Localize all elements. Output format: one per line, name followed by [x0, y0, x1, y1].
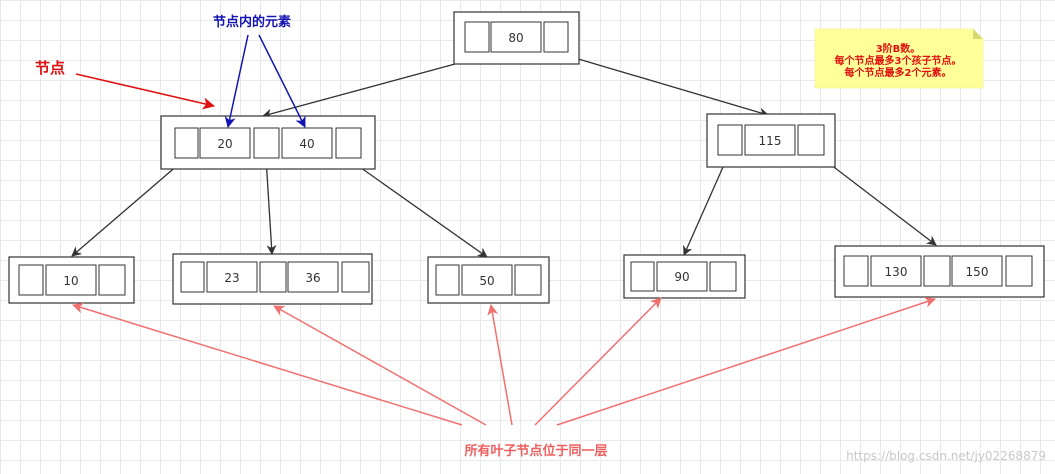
node-value-40: 40 — [299, 137, 314, 151]
leaf-node-90: 90 — [623, 254, 746, 299]
note-line-1: 3阶B数。 — [876, 42, 921, 55]
node-value-20: 20 — [217, 137, 232, 151]
leaf-value-130: 130 — [885, 265, 908, 279]
watermark: https://blog.csdn.net/jy02268879 — [846, 449, 1046, 463]
leaf-level-label: 所有叶子节点位于同一层 — [464, 443, 607, 459]
node-115: 115 — [706, 113, 836, 168]
element-annotation-arrow-20 — [224, 34, 249, 128]
note-line-2: 每个节点最多3个孩子节点。 — [835, 54, 962, 67]
leaf-node-23-36: 23 36 — [172, 253, 373, 305]
leaf-arrow-3 — [487, 304, 513, 426]
leaf-value-36: 36 — [305, 271, 320, 285]
note-line-3: 每个节点最多2个元素。 — [845, 66, 952, 79]
leaf-level-arrows — [72, 296, 936, 426]
leaf-node-130-150: 130 150 — [834, 245, 1045, 298]
node-annotation-arrow — [75, 73, 215, 110]
sticky-note: 3阶B数。 每个节点最多3个孩子节点。 每个节点最多2个元素。 — [814, 28, 984, 89]
leaf-value-50: 50 — [479, 274, 494, 288]
edge-root-left — [262, 63, 456, 119]
edge-root-right — [574, 57, 769, 118]
leaf-arrow-1 — [72, 302, 463, 426]
leaf-value-150: 150 — [966, 265, 989, 279]
leaf-value-10: 10 — [63, 274, 78, 288]
element-annotation-label: 节点内的元素 — [213, 14, 291, 30]
leaf-node-50: 50 — [427, 256, 550, 304]
leaf-value-23: 23 — [224, 271, 239, 285]
element-annotation-arrow-40 — [258, 34, 306, 128]
node-20-40: 20 40 — [160, 115, 376, 170]
root-node: 80 — [453, 11, 580, 65]
leaf-arrow-4 — [534, 297, 662, 426]
edge-115-right-leaf — [821, 157, 937, 246]
node-annotation-label: 节点 — [35, 59, 65, 77]
root-value: 80 — [508, 31, 523, 45]
edge-40-right-leaf — [346, 157, 488, 258]
edge-20-40-leaf — [265, 157, 277, 255]
edge-115-left-leaf — [683, 157, 728, 256]
node-value-115: 115 — [759, 134, 782, 148]
leaf-arrow-2 — [273, 305, 487, 426]
edge-20-left-leaf — [71, 157, 187, 257]
leaf-node-10: 10 — [8, 256, 135, 304]
tree-edges — [71, 57, 937, 258]
leaf-arrow-5 — [556, 296, 936, 426]
leaf-value-90: 90 — [674, 270, 689, 284]
